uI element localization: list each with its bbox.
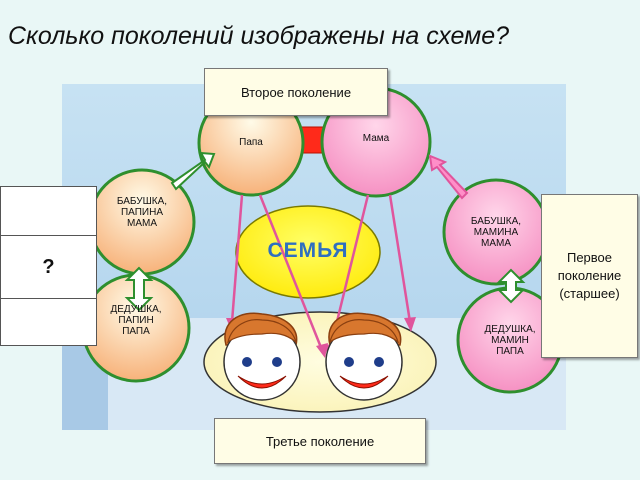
child-one-face	[223, 312, 301, 401]
child-two-face	[325, 312, 403, 401]
grandma-mother-label-line1: БАБУШКА,	[470, 216, 522, 227]
arrow-to-mama	[428, 154, 469, 200]
question-mark: ?	[42, 255, 55, 278]
right-grandparents-arrow	[496, 268, 526, 304]
grandpa-mother-label: ДЕДУШКА, МАМИН ПАПА	[468, 324, 552, 357]
grandpa-mother-label-line3: ПАПА	[496, 346, 524, 357]
arrow-to-papa	[170, 151, 216, 191]
family-circle	[235, 205, 381, 299]
grandma-father-label-line1: БАБУШКА,	[116, 196, 168, 207]
third-generation-box: Третье поколение	[214, 418, 426, 464]
grandma-father-label-line3: МАМА	[127, 218, 157, 229]
family-label: СЕМЬЯ	[267, 239, 349, 262]
first-generation-text-line3: (старшее)	[559, 286, 620, 301]
grandpa-father-label-line1: ДЕДУШКА,	[110, 304, 162, 315]
grandma-mother-label: БАБУШКА, МАМИНА МАМА	[454, 216, 538, 249]
arrow-mama-to-child2	[388, 194, 416, 332]
grandpa-mother-label-line2: МАМИН	[491, 335, 529, 346]
answer-box-bottom	[0, 298, 97, 346]
first-generation-box: Первое поколение (старшее)	[541, 194, 638, 358]
mama-label: Мама	[362, 133, 390, 144]
grandpa-father-label-line2: ПАПИН	[118, 315, 154, 326]
grandma-father-label-line2: ПАПИНА	[120, 207, 163, 218]
grandma-mother-label-line2: МАМИНА	[473, 227, 519, 238]
answer-box-top	[0, 186, 97, 236]
papa-label: Папа	[239, 137, 263, 148]
answer-box-question: ?	[0, 235, 97, 299]
grandpa-father-label: ДЕДУШКА, ПАПИН ПАПА	[94, 304, 178, 337]
first-generation-text-line2: поколение	[557, 268, 622, 283]
second-generation-text: Второе поколение	[240, 84, 352, 100]
question-title: Сколько поколений изображены на схеме?	[8, 22, 510, 50]
grandpa-mother-label-line1: ДЕДУШКА,	[484, 324, 536, 335]
grandpa-father-label-line3: ПАПА	[122, 326, 150, 337]
arrow-papa-to-child2	[258, 194, 328, 358]
left-grandparents-arrow	[124, 266, 154, 312]
third-generation-text: Третье поколение	[265, 433, 375, 449]
grandma-mother-label-line3: МАМА	[481, 238, 511, 249]
grandma-father-label: БАБУШКА, ПАПИНА МАМА	[100, 196, 184, 229]
first-generation-text-line1: Первое	[566, 250, 613, 265]
second-generation-box: Второе поколение	[204, 68, 388, 116]
